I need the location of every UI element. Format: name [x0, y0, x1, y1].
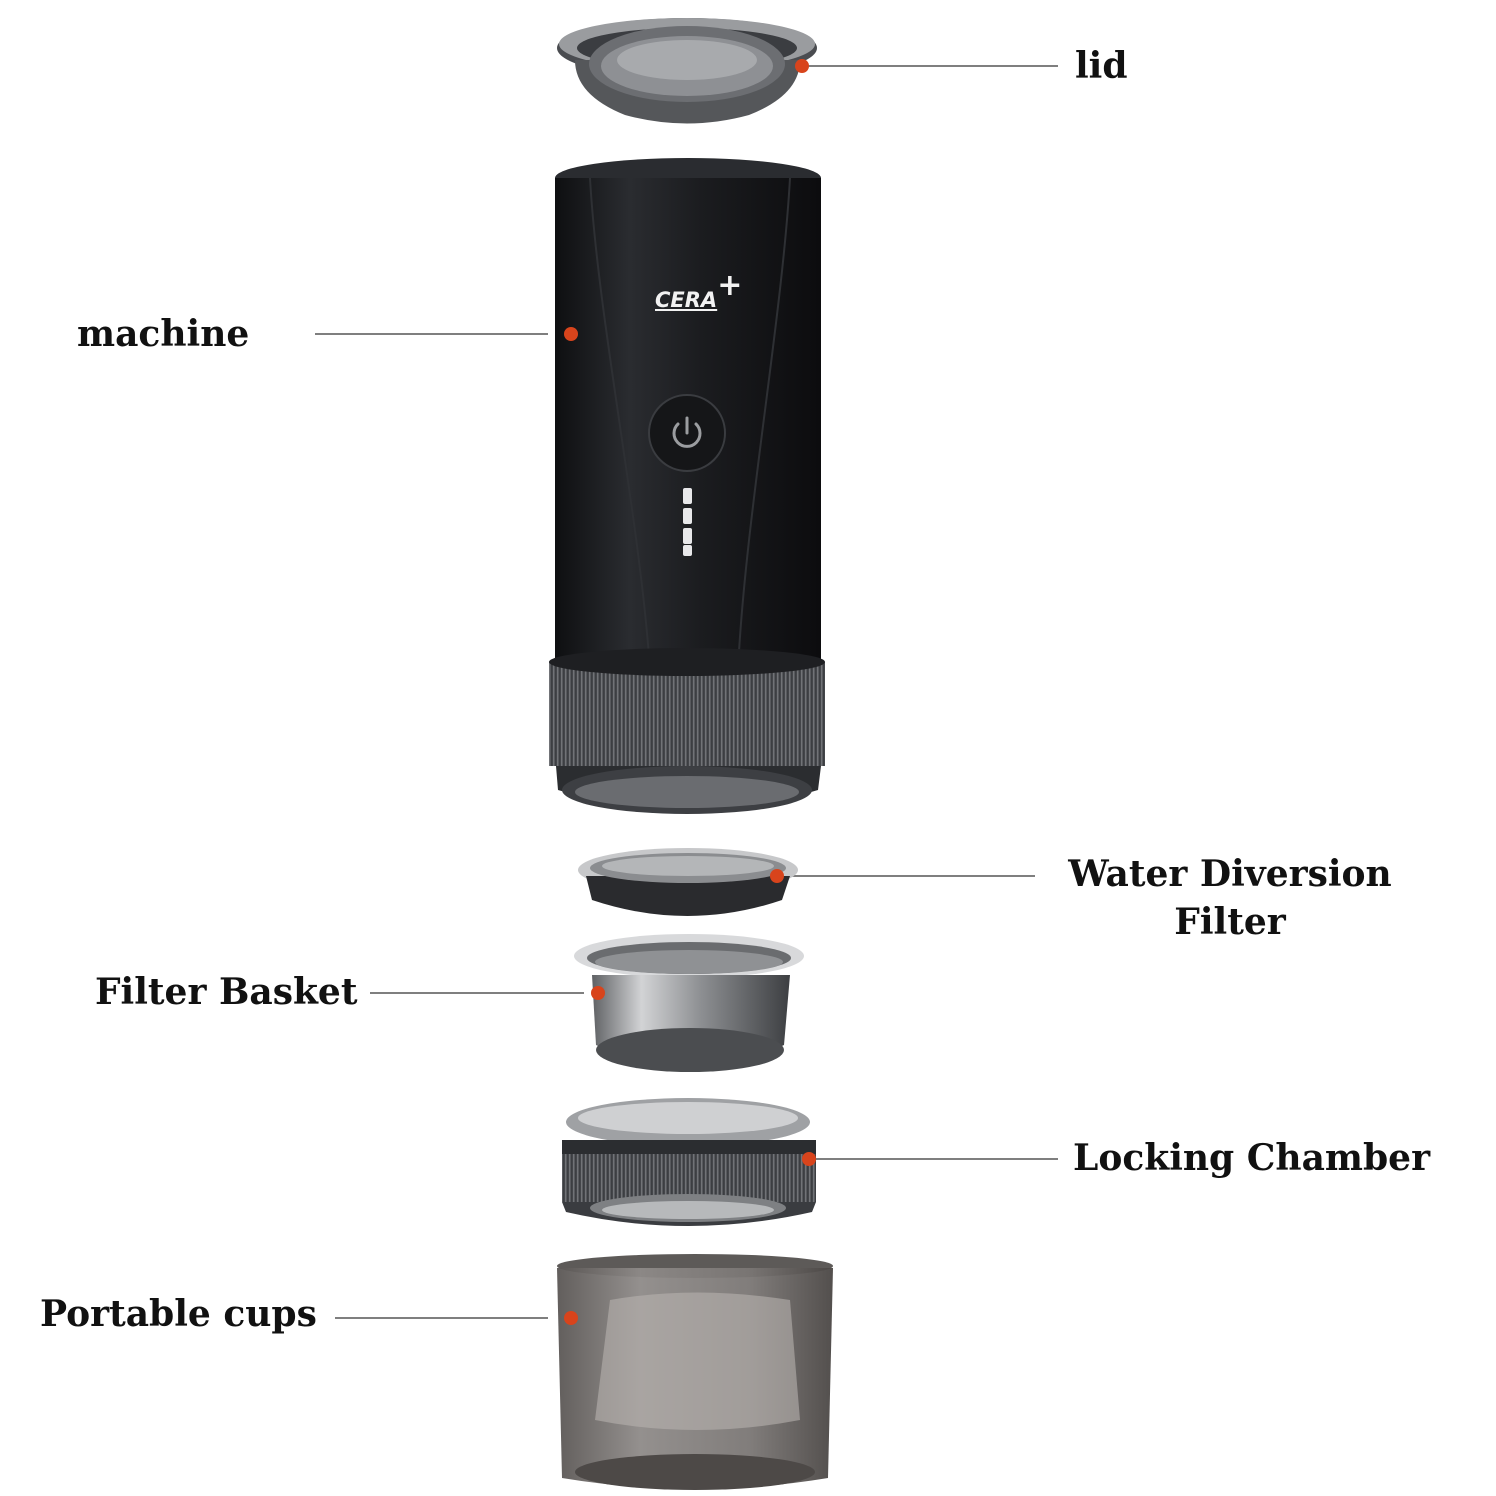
- label-portable-cups: Portable cups: [40, 1293, 317, 1335]
- dot-marker-icon: [564, 1311, 578, 1325]
- dot-marker-icon: [795, 59, 809, 73]
- label-water-diversion-filter-line1: Water Diversion: [1068, 853, 1392, 895]
- brand-logo: CERA+: [655, 268, 742, 315]
- label-water-diversion-filter: Water Diversion Filter: [1050, 850, 1410, 946]
- indicator-lights: [683, 488, 692, 556]
- label-filter-basket: Filter Basket: [95, 971, 358, 1013]
- brand-logo-mark: +: [717, 268, 743, 303]
- dot-marker-icon: [564, 327, 578, 341]
- machine-part: [549, 158, 825, 814]
- label-locking-chamber: Locking Chamber: [1073, 1137, 1431, 1179]
- locking-chamber-part: [562, 1098, 816, 1226]
- dot-marker-icon: [802, 1152, 816, 1166]
- dot-marker-icon: [770, 869, 784, 883]
- label-lid: lid: [1075, 45, 1128, 87]
- power-icon: [672, 416, 702, 448]
- filter-basket-part: [574, 934, 804, 1072]
- dot-marker-icon: [591, 986, 605, 1000]
- brand-logo-text: CERA: [655, 288, 718, 312]
- portable-cup-part: [557, 1254, 833, 1490]
- leader-lines: [315, 65, 1058, 1319]
- part-markers: [564, 59, 816, 1325]
- label-machine: machine: [77, 313, 250, 355]
- label-water-diversion-filter-line2: Filter: [1174, 901, 1286, 943]
- lid-part: [557, 18, 817, 124]
- water-diversion-filter-part: [578, 848, 798, 916]
